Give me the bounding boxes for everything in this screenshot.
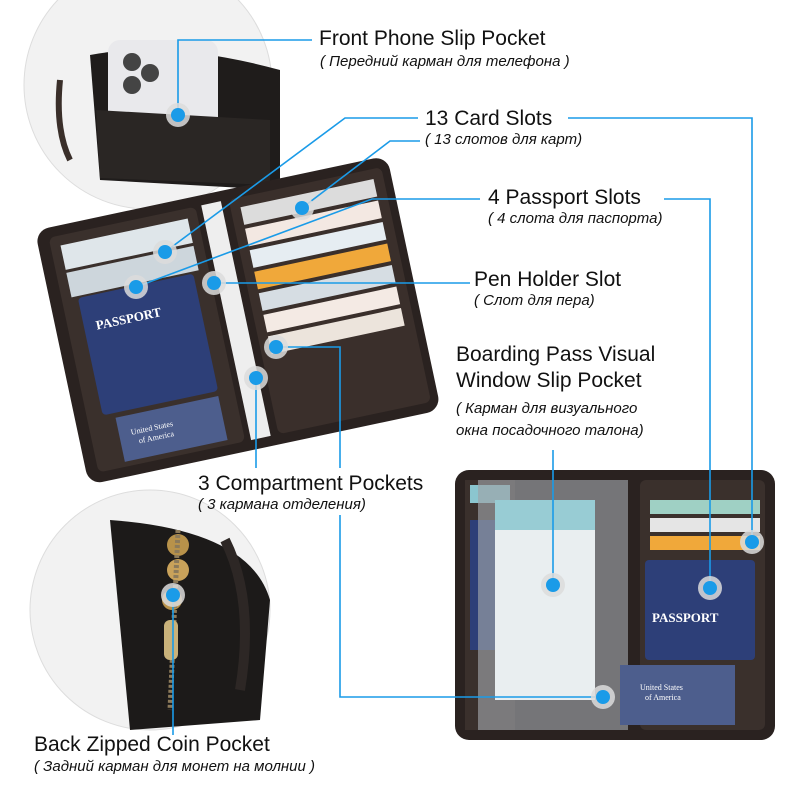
phone-pocket-inset: [23, 0, 280, 210]
leader-lines: [135, 39, 753, 735]
boarding-pass-subtitle-2: окна посадочного талона): [456, 422, 644, 439]
boarding-pass-title-1: Boarding Pass Visual: [456, 343, 656, 366]
coin-pocket-subtitle: ( Задний карман для монет на молнии ): [34, 758, 316, 775]
hotspot-dots: [124, 103, 764, 709]
boarding-pass-subtitle-1: ( Карман для визуального: [456, 400, 638, 417]
usa-print-3: United States: [640, 683, 683, 692]
coin-pocket-inset: [29, 489, 271, 731]
compartments-subtitle: ( 3 кармана отделения): [198, 496, 366, 513]
front-phone-subtitle: ( Передний карман для телефона ): [320, 53, 570, 70]
passport-print-2: PASSPORT: [652, 610, 719, 625]
open-wallet-back: PASSPORT United States of America: [455, 470, 775, 740]
card-slots-title: 13 Card Slots: [425, 107, 553, 130]
compartments-title: 3 Compartment Pockets: [198, 472, 424, 495]
coin-pocket-title: Back Zipped Coin Pocket: [34, 733, 270, 756]
usa-print-4: of America: [645, 693, 681, 702]
pen-holder-title: Pen Holder Slot: [474, 268, 622, 291]
open-wallet-main: PASSPORT United States of America: [37, 158, 439, 483]
front-phone-title: Front Phone Slip Pocket: [319, 27, 546, 50]
boarding-pass-title-2: Window Slip Pocket: [456, 369, 642, 392]
pen-holder-subtitle: ( Слот для пера): [474, 292, 595, 309]
passport-slots-title: 4 Passport Slots: [488, 186, 641, 209]
card-slots-subtitle: ( 13 слотов для карт): [425, 131, 583, 148]
passport-slots-subtitle: ( 4 слота для паспорта): [488, 210, 663, 227]
